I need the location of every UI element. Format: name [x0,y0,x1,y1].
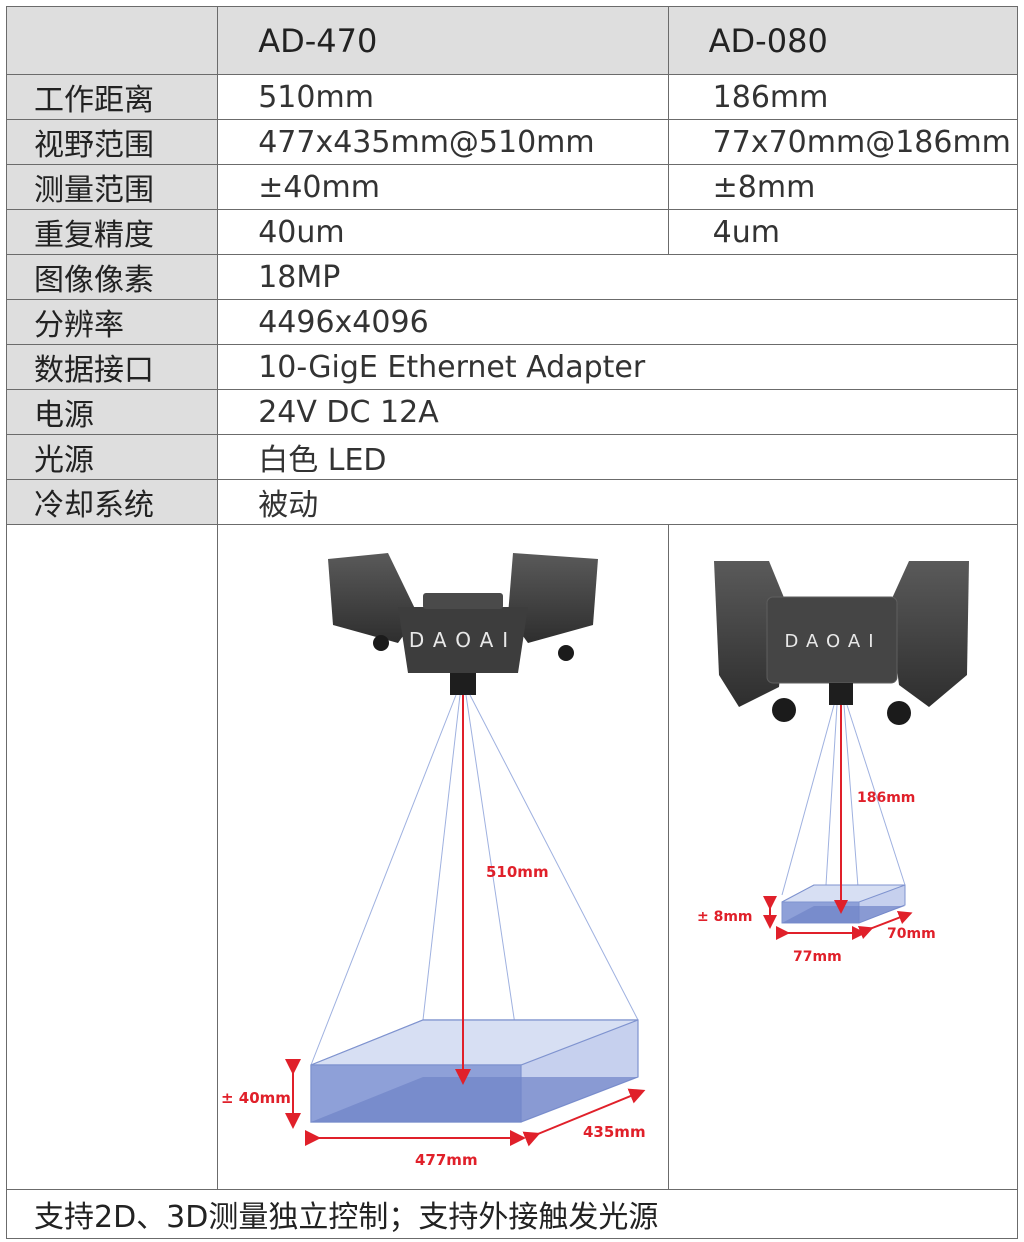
camera-ad080: DAOAI [713,561,969,725]
diagram-a-cell: DAOAI 510mm [217,524,669,1190]
logo-ad470: DAOAI [409,628,517,652]
model-a-value: 477x435mm@510mm [217,119,669,165]
width-label-ad470: 477mm [415,1151,478,1169]
diagram-row-label [5,524,219,1190]
model-a-value: 510mm [217,74,669,120]
diagram-row: DAOAI 510mm [5,524,1019,1190]
diagram-ad470: DAOAI 510mm [221,553,646,1169]
row-label: 图像像素 [5,254,219,300]
table-row-shared: 冷却系统 被动 [5,479,1018,525]
row-label: 数据接口 [5,344,219,390]
model-b-header: AD-080 [667,6,1019,75]
diagram-ad080: DAOAI 186mm ± 8mm [697,561,969,965]
measure-volume-ad470 [310,1019,639,1123]
length-label-ad080: 70mm [887,926,936,942]
table-row: 视野范围 477x435mm@510mm 77x70mm@186mm [5,119,1019,165]
length-arrow-ad080 [857,910,913,940]
length-arrow-ad470 [522,1088,646,1147]
row-label: 测量范围 [5,164,219,210]
distance-label-ad080: 186mm [857,790,915,806]
row-label: 冷却系统 [5,479,219,525]
shared-value: 24V DC 12A [217,389,1018,435]
header-row: AD-470 AD-080 [5,6,1019,75]
fov-cone-ad470 [310,694,639,1066]
width-label-ad080: 77mm [793,949,842,965]
header-corner [5,6,219,75]
depth-label-ad470: ± 40mm [221,1089,291,1107]
model-b-value: 186mm [667,74,1019,120]
table-row-shared: 分辨率 4496x4096 [5,299,1018,345]
depth-label-ad080: ± 8mm [697,909,753,925]
model-b-value: ±8mm [667,164,1019,210]
table-row-shared: 电源 24V DC 12A [5,389,1018,435]
shared-value: 被动 [217,479,1018,525]
model-b-value: 4um [667,209,1019,255]
model-a-title: AD-470 [258,21,378,60]
table-row-shared: 数据接口 10-GigE Ethernet Adapter [5,344,1018,390]
table-row-shared: 图像像素 18MP [5,254,1018,300]
row-label: 重复精度 [5,209,219,255]
measure-volume-ad080 [781,884,906,924]
model-a-value: ±40mm [217,164,669,210]
table-row: 测量范围 ±40mm ±8mm [5,164,1019,210]
shared-value: 18MP [217,254,1018,300]
row-label: 视野范围 [5,119,219,165]
row-label: 光源 [5,434,219,480]
model-b-value: 77x70mm@186mm [667,119,1019,165]
shared-value: 4496x4096 [217,299,1018,345]
fov-cone-ad080 [781,704,906,901]
shared-value: 10-GigE Ethernet Adapter [217,344,1018,390]
table-row: 工作距离 510mm 186mm [5,74,1019,120]
camera-ad470: DAOAI [328,553,599,695]
diagram-b-cell: DAOAI 186mm ± 8mm [667,524,1019,1190]
row-label: 工作距离 [5,74,219,120]
footer-note: 支持2D、3D测量独立控制；支持外接触发光源 [6,1189,1018,1239]
model-b-title: AD-080 [708,21,828,60]
table-row-shared: 光源 白色 LED [5,434,1018,480]
model-a-header: AD-470 [217,6,669,75]
model-a-value: 40um [217,209,669,255]
spec-table: AD-470 AD-080 工作距离 510mm 186mm 视野范围 477x… [5,6,1019,1239]
logo-ad080: DAOAI [784,631,881,652]
footer-row: 支持2D、3D测量独立控制；支持外接触发光源 [6,1189,1018,1239]
row-label: 分辨率 [5,299,219,345]
row-label: 电源 [5,389,219,435]
length-label-ad470: 435mm [583,1123,646,1141]
shared-value: 白色 LED [217,434,1018,480]
distance-label-ad470: 510mm [486,863,549,881]
table-row: 重复精度 40um 4um [5,209,1019,255]
